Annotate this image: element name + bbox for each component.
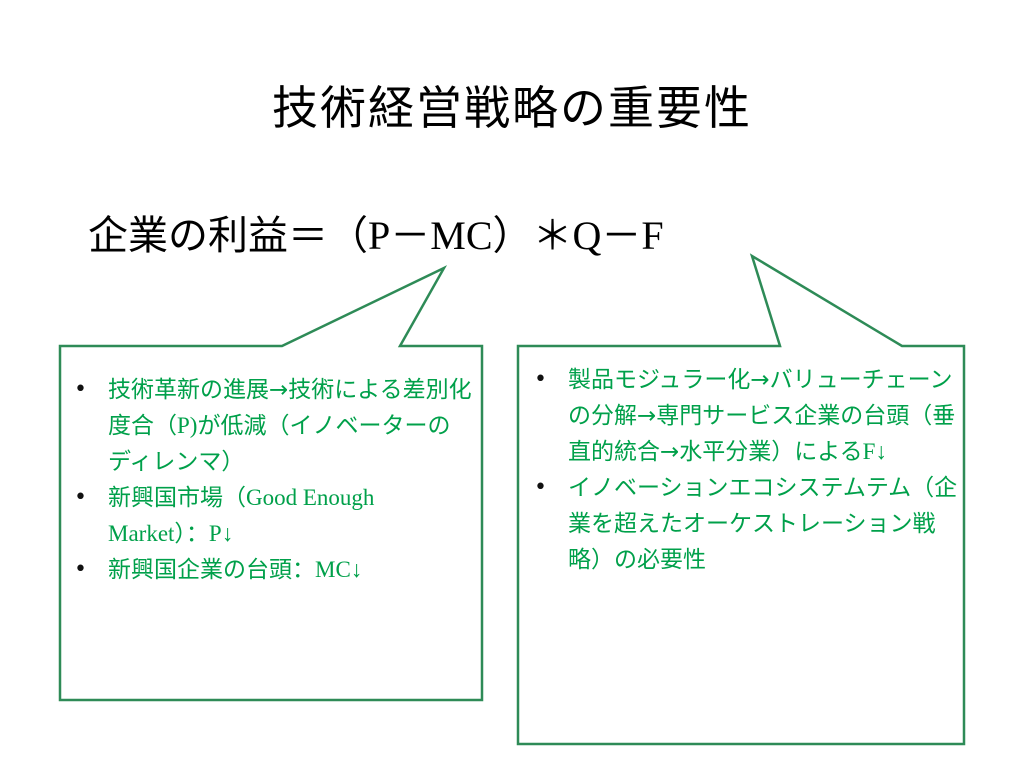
- right-callout-outline: [516, 253, 966, 746]
- left-callout-outline: [58, 265, 484, 702]
- bullet-icon: •: [534, 367, 547, 392]
- list-item-text: P): [177, 413, 198, 438]
- formula-mc: MC: [430, 213, 493, 258]
- formula-price: P: [368, 213, 391, 258]
- bullet-icon: •: [74, 557, 87, 582]
- list-item-text: が低減（イノベーターのディレンマ）: [108, 413, 451, 475]
- formula-prefix: 企業の利益＝（: [88, 213, 368, 259]
- list-item-text: Good Enough Market: [108, 485, 375, 546]
- list-item: • イノベーションエコシステムテム（企業を超えたオーケストレーション戦略）の必要性: [522, 470, 958, 578]
- list-item-text: イノベーションエコシステムテム（企業を超えたオーケストレーション戦略）の必要性: [568, 475, 958, 573]
- list-item: • 新興国企業の台頭：MC↓: [62, 552, 472, 588]
- list-item: • 新興国市場（Good Enough Market）：P↓: [62, 480, 472, 552]
- list-item-text: F↓: [862, 439, 887, 464]
- slide-title: 技術経営戦略の重要性: [272, 81, 752, 135]
- formula-minus-1: －: [390, 213, 431, 259]
- left-callout-list: •技術革新の進展→技術による差別化度合（P)が低減（イノベーターのディレンマ） …: [62, 372, 472, 588]
- list-item-text: P↓: [208, 521, 234, 546]
- list-item: • 技術革新の進展→技術による差別化度合（P)が低減（イノベーターのディレンマ）: [62, 372, 472, 480]
- list-item-text: 新興国企業の台頭：: [108, 557, 315, 583]
- bullet-icon: •: [534, 475, 547, 500]
- list-item-text: 新興国市場（: [108, 485, 246, 511]
- right-callout-list: • 製品モジュラー化→バリューチェーンの分解→専門サービス企業の台頭（垂直的統合→…: [522, 362, 958, 578]
- left-callout: •技術革新の進展→技術による差別化度合（P)が低減（イノベーターのディレンマ） …: [62, 372, 472, 588]
- list-item-text: 製品モジュラー化→バリューチェーンの分解→専門サービス企業の台頭（垂直的統合→水…: [568, 367, 956, 465]
- bullet-icon: •: [74, 377, 87, 402]
- formula-minus-2: －: [601, 213, 642, 259]
- list-item-text: ）：: [174, 521, 209, 547]
- formula-quantity: Q: [572, 213, 602, 258]
- list-item: • 製品モジュラー化→バリューチェーンの分解→専門サービス企業の台頭（垂直的統合→…: [522, 362, 958, 470]
- bullet-icon: •: [74, 485, 87, 510]
- list-item-text: MC↓: [315, 557, 363, 582]
- profit-formula: 企業の利益＝（P－MC）＊Q－F: [88, 208, 664, 264]
- right-callout: • 製品モジュラー化→バリューチェーンの分解→専門サービス企業の台頭（垂直的統合→…: [522, 362, 958, 578]
- formula-close: ）＊: [492, 213, 573, 259]
- formula-fixed-cost: F: [641, 213, 664, 258]
- list-item-text: 技術革新の進展→技術による差別化度合（: [108, 377, 472, 439]
